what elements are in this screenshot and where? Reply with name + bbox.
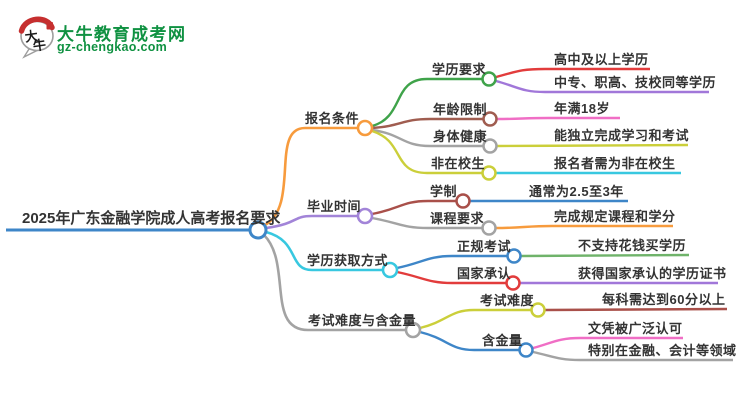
leaf-label-complete-courses: 完成规定课程和学分 (554, 209, 676, 224)
node-state-recognized (505, 275, 521, 291)
node-registration-conditions (356, 119, 374, 137)
line-leaf-highschool-above (495, 67, 650, 79)
line-leaf-widely-recognized (532, 336, 683, 350)
line-leaf-equivalent-education (495, 79, 709, 94)
sub-label-physical-health: 身体健康 (433, 129, 488, 144)
node-course-requirement (481, 220, 497, 236)
branch-line-registration-conditions (264, 126, 358, 227)
line-study-period (371, 199, 456, 216)
leaf-label-widely-recognized: 文凭被广泛认可 (588, 321, 683, 336)
line-state-recognized (396, 270, 506, 285)
logo-char-2: 牛 (32, 37, 47, 54)
node-degree-acquisition (381, 261, 399, 279)
sub-label-course-requirement: 课程要求 (430, 211, 485, 226)
speech-bubble-tail (22, 48, 38, 59)
line-leaf-no-buying-diploma (520, 253, 690, 258)
line-education-requirement (371, 77, 482, 128)
leaf-label-no-buying-diploma: 不支持花钱买学历 (578, 238, 687, 253)
branch-line-graduation-time (265, 214, 358, 230)
line-exam-difficulty (419, 308, 531, 330)
node-central (248, 220, 268, 240)
leaf-label-25-to-3-years: 通常为2.5至3年 (529, 184, 624, 199)
line-gold-content (419, 330, 519, 352)
node-age-limit (482, 111, 498, 127)
sub-label-non-student: 非在校生 (431, 156, 486, 171)
line-age-limit (371, 117, 483, 130)
logo-site-url: gz-chengkao.com (57, 40, 168, 54)
logo-site-title: 大牛教育成考网 (57, 25, 187, 44)
leaf-label-state-recognized-certificate: 获得国家承认的学历证书 (578, 266, 727, 281)
leaf-label-highschool-above: 高中及以上学历 (554, 52, 649, 67)
line-non-student (371, 129, 482, 175)
node-gold-content (518, 342, 534, 358)
branch-line-degree-acquisition (265, 230, 383, 272)
sub-label-age-limit: 年龄限制 (433, 102, 488, 117)
branch-line-difficulty-value (263, 234, 406, 332)
node-education-requirement (481, 71, 497, 87)
logo-red-seal (46, 22, 53, 30)
sub-label-state-recognized: 国家承认 (457, 266, 512, 281)
branch-label-registration-conditions: 报名条件 (305, 111, 360, 126)
sub-label-gold-content: 含金量 (482, 333, 523, 348)
branch-label-difficulty-value: 考试难度与含金量 (308, 313, 417, 328)
logo-char-1: 大 (24, 28, 39, 45)
leaf-label-age-18: 年满18岁 (554, 101, 610, 116)
branch-label-graduation-time: 毕业时间 (307, 199, 362, 214)
line-formal-exam (396, 254, 507, 270)
leaf-label-finance-accounting-fields: 特别在金融、会计等领域 (588, 343, 737, 358)
node-difficulty-value (404, 321, 422, 339)
line-leaf-finance-accounting-fields (532, 350, 733, 362)
line-leaf-complete-courses (495, 224, 673, 230)
node-exam-difficulty (530, 302, 546, 318)
line-leaf-independent-study (496, 143, 689, 148)
sub-label-education-requirement: 学历要求 (432, 62, 487, 77)
node-study-period (455, 193, 471, 209)
leaf-label-independent-study: 能独立完成学习和考试 (554, 128, 690, 143)
leaf-label-equivalent-education: 中专、职高、技校同等学历 (554, 75, 717, 90)
sub-label-study-period: 学制 (430, 184, 458, 199)
sub-label-formal-exam: 正规考试 (457, 239, 512, 254)
node-physical-health (482, 138, 498, 154)
line-course-requirement (371, 216, 482, 230)
branch-label-degree-acquisition: 学历获取方式 (307, 253, 389, 268)
central-topic-label: 2025年广东金融学院成人高考报名要求 (22, 210, 281, 227)
line-physical-health (371, 128, 483, 148)
line-leaf-age-18 (496, 116, 620, 121)
daniu-logo-icon: 大 牛 (18, 16, 55, 59)
leaf-label-60-points: 每科需达到60分以上 (602, 292, 726, 307)
line-leaf-60-points (544, 307, 728, 312)
node-non-student (481, 165, 497, 181)
leaf-label-must-be-non-student: 报名者需为非在校生 (554, 156, 676, 171)
node-graduation-time (356, 207, 374, 225)
node-formal-exam (506, 248, 522, 264)
sub-label-exam-difficulty: 考试难度 (480, 293, 535, 308)
